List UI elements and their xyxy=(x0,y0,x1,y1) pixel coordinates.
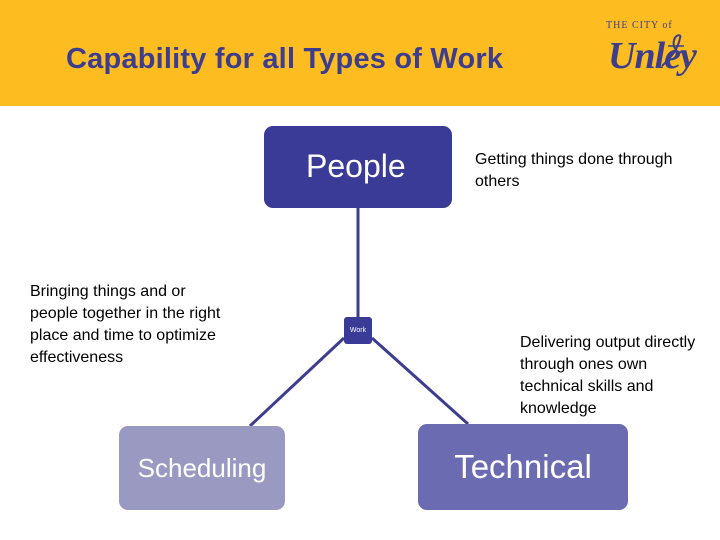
logo-wordmark: Unley xyxy=(608,35,697,77)
logo-small-text: THE CITY of xyxy=(606,20,673,31)
work-center-box: Work xyxy=(344,317,372,344)
people-box: People xyxy=(264,126,452,208)
technical-description: Delivering output directly through ones … xyxy=(520,334,696,417)
connector-work-scheduling xyxy=(248,336,346,428)
logo-swirl-icon xyxy=(661,34,684,67)
header-banner: Capability for all Types of Work THE CIT… xyxy=(0,0,720,106)
city-of-unley-logo: THE CITY of Unley xyxy=(598,14,697,94)
scheduling-label: Scheduling xyxy=(137,452,267,483)
scheduling-box: Scheduling xyxy=(119,426,285,510)
people-label: People xyxy=(306,147,406,184)
technical-label: Technical xyxy=(454,448,592,485)
connector-work-technical xyxy=(370,336,470,426)
scheduling-description: Bringing things and or people together i… xyxy=(30,283,221,366)
work-label: Work xyxy=(349,327,367,334)
people-description: Getting things done through others xyxy=(475,151,673,190)
technical-box: Technical xyxy=(418,424,628,510)
page-title: Capability for all Types of Work xyxy=(66,43,504,75)
